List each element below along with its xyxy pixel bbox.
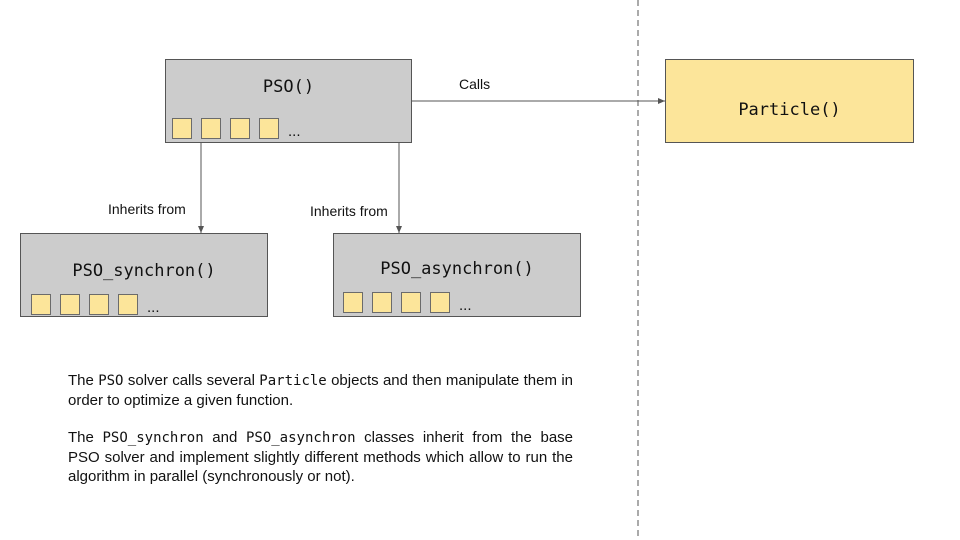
description-paragraph-2: The PSO_synchron and PSO_asynchron class… <box>68 428 573 486</box>
desc-text: The <box>68 429 103 446</box>
pso-class-box: PSO() ... <box>165 59 412 143</box>
particle-cell <box>172 118 192 139</box>
inherits-sync-label: Inherits from <box>108 201 186 217</box>
pso-asynchron-particle-cells: ... <box>343 292 472 313</box>
particle-cell <box>60 294 80 315</box>
description-block-2: The PSO_synchron and PSO_asynchron class… <box>68 428 573 486</box>
particle-cell <box>201 118 221 139</box>
pso-synchron-class-title: PSO_synchron() <box>72 261 216 281</box>
more-cells-ellipsis: ... <box>147 299 160 316</box>
particle-cell <box>343 292 363 313</box>
desc-text: solver calls several <box>123 372 260 389</box>
particle-cell <box>401 292 421 313</box>
more-cells-ellipsis: ... <box>459 297 472 314</box>
particle-cell <box>118 294 138 315</box>
desc-code: PSO_asynchron <box>245 430 356 446</box>
desc-text: classes inherit from the base PSO solver… <box>68 429 573 485</box>
particle-class-title: Particle() <box>738 100 841 120</box>
inherits-async-label: Inherits from <box>310 203 388 219</box>
particle-cell <box>259 118 279 139</box>
desc-text: The <box>68 372 99 389</box>
desc-code: PSO <box>98 373 124 389</box>
desc-text: and <box>203 429 246 446</box>
desc-code: PSO_synchron <box>102 430 204 446</box>
pso-asynchron-class-box: PSO_asynchron() ... <box>333 233 581 317</box>
description-paragraph-1: The PSO solver calls several Particle ob… <box>68 371 573 410</box>
pso-class-title: PSO() <box>262 77 315 97</box>
desc-code: Particle <box>259 373 327 389</box>
particle-cell <box>372 292 392 313</box>
desc-text: objects and then manipulate them in orde… <box>68 372 574 409</box>
pso-synchron-class-box: PSO_synchron() ... <box>20 233 268 317</box>
particle-cell <box>31 294 51 315</box>
description-block: The PSO solver calls several Particle ob… <box>68 371 573 410</box>
particle-cell <box>89 294 109 315</box>
particle-class-box: Particle() <box>665 59 914 143</box>
particle-cell <box>230 118 250 139</box>
pso-asynchron-class-title: PSO_asynchron() <box>380 259 534 279</box>
particle-cell <box>430 292 450 313</box>
calls-label: Calls <box>459 76 491 92</box>
pso-synchron-particle-cells: ... <box>31 294 160 315</box>
pso-particle-cells: ... <box>172 118 301 139</box>
more-cells-ellipsis: ... <box>288 123 301 140</box>
